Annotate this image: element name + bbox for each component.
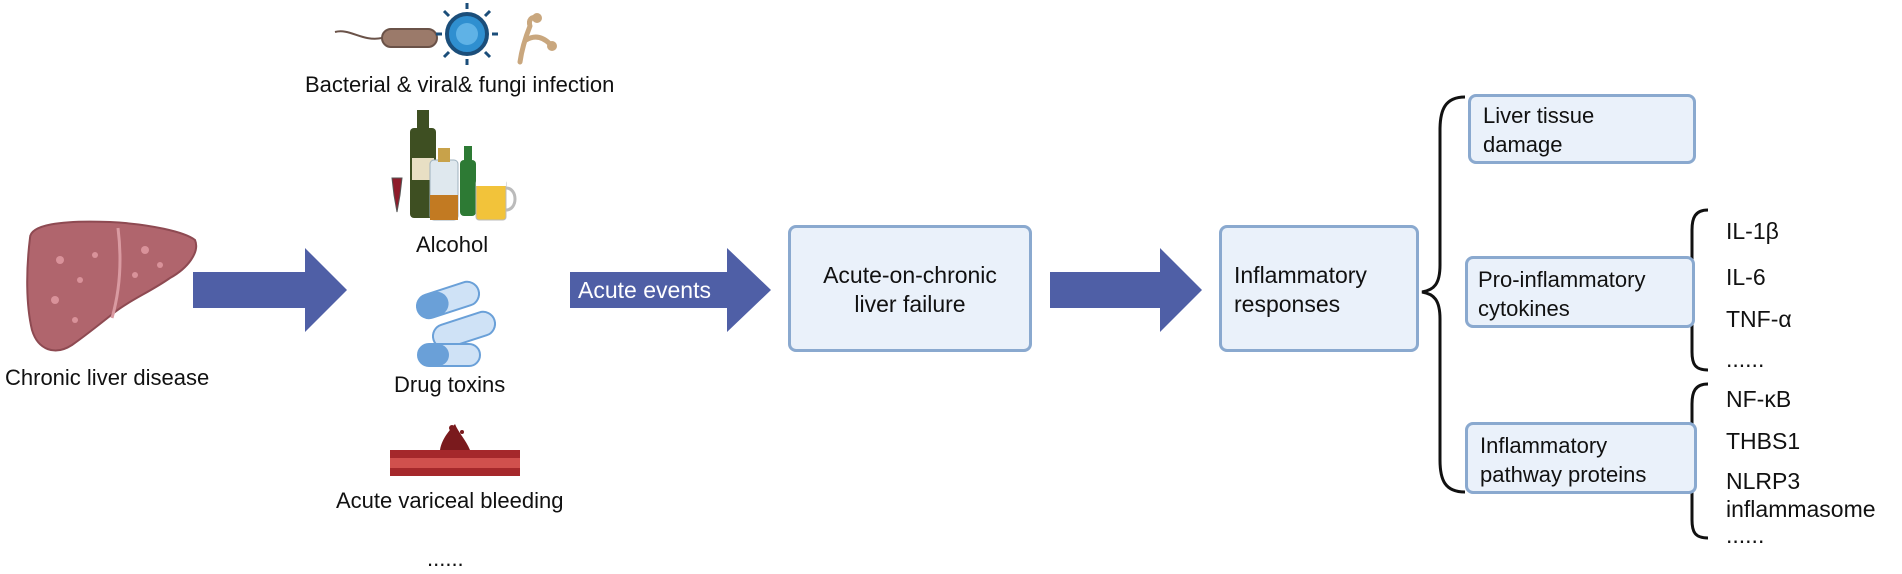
trigger-more-label: ...... [427,546,464,571]
inflammation-line1: Inflammatory [1234,262,1367,288]
alcohol-bottles-icon [391,110,517,221]
cytokine-item: IL-1β [1726,218,1779,244]
pathway-protein-item: THBS1 [1726,428,1801,454]
aclf-box: Acute-on-chronic liver failure [788,225,1032,352]
pathway-protein-item: ...... [1726,522,1765,548]
bleeding-vessel-icon [390,424,520,476]
outcome-liver-damage-box: Liver tissue damage [1468,94,1696,164]
pathway-protein-item: NLRP3 [1726,468,1801,494]
outcome-cytokines-line2: cytokines [1478,296,1570,321]
flow-arrow-acute-events [570,248,771,332]
trigger-drug-toxins-label: Drug toxins [394,372,506,397]
cytokine-item: IL-6 [1726,264,1766,290]
outcome-pathway-box: Inflammatory pathway proteins [1465,422,1697,494]
flow-arrow-1 [193,248,347,332]
acute-events-label: Acute events [578,277,711,303]
outcome-pathway-line1: Inflammatory [1480,433,1608,458]
flow-arrow-3 [1050,248,1202,332]
outcome-liver-line2: damage [1483,132,1563,157]
microbes-icon [334,3,557,65]
inflammation-line2: responses [1234,291,1341,317]
chronic-liver-disease-label: Chronic liver disease [5,365,210,390]
aclf-line1: Acute-on-chronic [823,262,997,288]
pills-icon [415,280,497,367]
cytokine-item: ...... [1726,346,1765,372]
outcome-pathway-line2: pathway proteins [1480,462,1647,487]
outcomes-brace [1421,95,1466,494]
outcome-cytokines-box: Pro-inflammatory cytokines [1465,256,1695,328]
aclf-line2: liver failure [854,291,966,317]
outcome-liver-line1: Liver tissue [1483,103,1595,128]
pathway-protein-item: NF-κB [1726,386,1792,412]
cytokine-item: TNF-α [1726,306,1792,332]
pathway-protein-item: inflammasome [1726,496,1876,522]
outcome-cytokines-line1: Pro-inflammatory [1478,267,1646,292]
trigger-alcohol-label: Alcohol [416,232,489,257]
trigger-infection-label: Bacterial & viral& fungi infection [305,72,615,97]
inflammation-box: Inflammatory responses [1219,225,1419,352]
liver-icon [26,220,198,352]
trigger-bleeding-label: Acute variceal bleeding [336,488,564,513]
